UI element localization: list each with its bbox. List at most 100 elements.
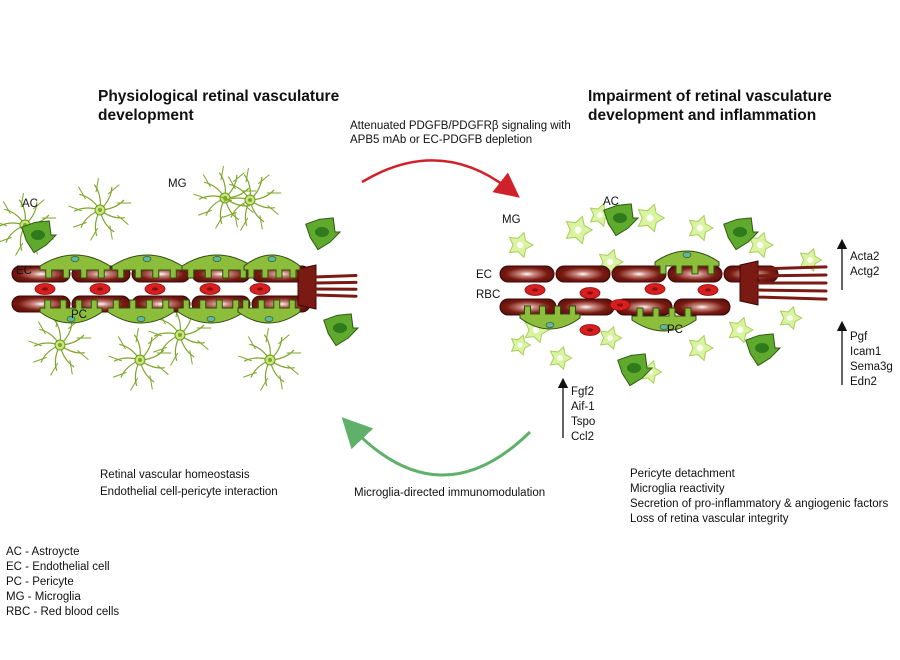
astrocyte-branch [197,339,209,351]
astrocyte-branch [170,352,179,366]
astrocyte-branch [77,186,86,200]
pericyte [111,254,183,279]
filopodium [312,293,358,298]
astrocyte-branch [247,336,256,350]
astrocyte-nucleus [138,358,142,362]
astrocyte-branch [69,360,73,375]
astrocyte-branch [245,168,249,183]
endothelial-cell [673,298,731,316]
pericyte-nucleus [136,316,146,322]
right-vessel [499,202,828,387]
filopodium [754,288,828,293]
astrocyte-branch [32,199,45,210]
tip-cell [297,264,317,310]
astrocyte-branch [109,225,113,240]
label-rbc-right: RBC [476,289,501,301]
red-blood-cell-center [257,287,263,291]
pericyte [39,254,111,279]
label-pc-left: PC [71,309,87,321]
label-ec-right: EC [476,269,492,281]
microglia-nucleus [696,344,704,352]
pericyte-nucleus [66,316,76,322]
label-ac-left: AC [22,198,38,210]
astrocyte-branch [222,211,237,218]
microglia-nucleus [606,258,614,266]
pericyte [177,299,245,324]
pericyte [107,299,175,324]
filopodium [312,274,358,279]
astrocyte-branch [2,201,11,215]
astrocyte-branch [240,217,249,231]
astrocyte-branch [234,213,238,228]
astrocyte-branch [267,204,279,216]
astrocyte-branch [215,215,224,229]
microglia-nucleus [516,241,524,249]
microglia-nucleus [736,326,744,334]
astrocyte-branch [28,340,42,347]
label-pc-right: PC [667,324,683,336]
pericyte [631,307,697,332]
microglia-nucleus [574,226,582,234]
astrocyte-branch [242,202,254,214]
endothelial-cell [557,298,615,316]
pericyte-nucleus [545,322,555,328]
microglia-nucleus [756,241,764,249]
astrocyte-branch [148,330,162,337]
red-blood-cell-center [207,287,213,291]
microglia-nucleus [787,315,793,321]
endothelial-cell [611,265,667,283]
tip-cell [739,260,759,306]
astrocyte-branch [259,215,263,230]
red-blood-cell-center [152,287,158,291]
astrocyte-branch [193,193,207,200]
astrocyte-branch [279,375,283,390]
pericyte-nucleus [264,316,274,322]
astrocyte-branch [108,355,122,362]
astrocyte-branch [227,176,236,190]
astrocyte-nucleus [31,230,45,240]
astrocyte-branch [220,166,224,181]
filopodium [754,265,828,271]
astrocyte-branch [72,221,87,228]
microglia-nucleus [517,342,523,348]
astrocyte-branch [77,349,89,361]
pericyte [39,299,103,324]
astrocyte-branch [218,195,232,202]
pericyte-nucleus [659,324,669,330]
red-blood-cell-center [705,288,711,292]
pericyte-nucleus [206,316,216,322]
astrocyte-branch [50,362,59,376]
astrocyte-branch [152,346,167,353]
astrocyte-branch [260,377,269,391]
astrocyte-nucleus [627,363,641,373]
astrocyte-branch [265,328,269,343]
red-blood-cell-center [617,303,623,307]
astrocyte-branch [107,184,120,195]
astrocyte-nucleus [178,333,182,337]
green-arrow [341,417,532,477]
astrocyte-branch [157,364,169,376]
astrocyte-nucleus [58,343,62,347]
astrocyte-branch [20,193,24,208]
astrocyte-branch [238,355,252,362]
pericyte-nucleus [142,256,152,262]
filopodium [312,280,358,285]
astrocyte-branch [117,336,126,350]
astrocyte-branch [147,334,160,345]
astrocyte-branch [149,375,153,390]
pericyte [237,299,301,324]
astrocyte-branch [287,364,299,376]
astrocyte-nucleus [315,227,329,237]
pericyte-nucleus [70,256,80,262]
endothelial-cell [555,265,611,283]
left-vessel [0,166,360,391]
astrocyte-nucleus [248,198,252,202]
